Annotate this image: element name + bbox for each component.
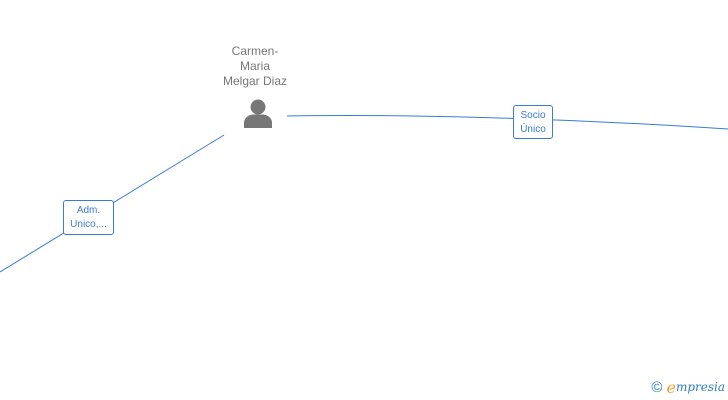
relation-label-line: Unico,...	[70, 219, 107, 230]
relation-label-line: Adm.	[76, 205, 101, 216]
person-silhouette-icon[interactable]	[242, 99, 274, 129]
brand-logo-text: mpresia	[675, 380, 725, 394]
relation-label-socio-unico[interactable]: Socio Único	[513, 105, 553, 139]
relation-label-line: Socio	[520, 110, 546, 121]
relation-label-adm-unico[interactable]: Adm. Unico,...	[63, 200, 114, 235]
edge-socio-unico	[286, 115, 728, 130]
empresia-watermark: © e mpresia	[651, 377, 725, 397]
relation-label-line: Único	[520, 124, 546, 135]
person-name-line-1: Carmen-	[231, 44, 279, 58]
person-name-line-2: Maria	[239, 59, 270, 73]
brand-logo-e: e	[666, 377, 676, 397]
person-name[interactable]: Carmen- Maria Melgar Diaz	[205, 44, 305, 89]
person-name-line-3: Melgar Diaz	[222, 74, 288, 88]
copyright-icon: ©	[651, 378, 663, 396]
